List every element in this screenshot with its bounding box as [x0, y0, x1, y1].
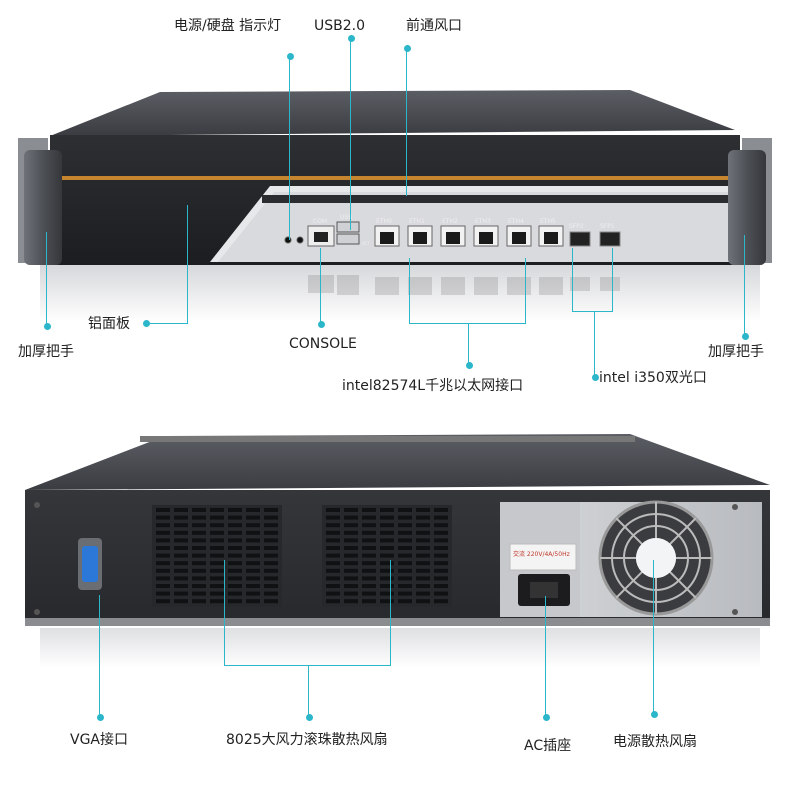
callout-line-fans-down: [308, 665, 309, 717]
eth-ports: [374, 225, 564, 247]
callout-line-sfp-right: [612, 248, 613, 312]
callout-line-sfp-h: [572, 311, 613, 312]
label-sfp: intel i350双光口: [599, 370, 707, 386]
callout-line-sfp-down: [594, 311, 595, 377]
callout-line-lan-right: [525, 258, 526, 324]
label-handle-right: 加厚把手: [708, 344, 764, 360]
callout-line-vga: [99, 595, 100, 717]
callout-line-usb: [350, 38, 351, 230]
callout-line-fans-h: [224, 665, 391, 666]
psu-sticker-text: 交流 220V/4A/50Hz: [513, 550, 570, 558]
led-hdd: [296, 236, 304, 244]
usb-port-2: [336, 233, 360, 245]
callout-dot-usb: [347, 34, 355, 42]
left-handle: [24, 150, 62, 265]
callout-dot-vent: [403, 44, 411, 52]
callout-dot-fans: [305, 713, 313, 721]
label-vga: VGA接口: [70, 732, 129, 748]
callout-dot-led: [286, 52, 294, 60]
callout-line-lan-down: [468, 323, 469, 365]
usb-port-1: [336, 221, 360, 233]
callout-dot-handle-left: [43, 322, 51, 330]
label-usb: USB2.0: [314, 18, 366, 34]
callout-line-fans-right: [390, 560, 391, 666]
callout-line-panel-h: [146, 323, 188, 324]
callout-line-lan-h: [409, 323, 526, 324]
callout-dot-console: [317, 320, 325, 328]
callout-dot-psu-fan: [650, 710, 658, 718]
port-label-eth5: ETH5: [540, 218, 556, 225]
callout-line-handle-left: [46, 232, 47, 326]
label-front-vent: 前通风口: [406, 18, 462, 34]
callout-line-console: [320, 248, 321, 324]
port-label-sfp2: SFP2: [569, 223, 584, 230]
right-handle: [728, 150, 766, 265]
port-label-eth0: ETH0: [376, 218, 392, 225]
label-psu-fan: 电源散热风扇: [613, 734, 697, 750]
label-led: 电源/硬盘 指示灯: [174, 18, 282, 34]
copper-trim: [58, 176, 734, 180]
callout-line-fans-left: [224, 560, 225, 666]
callout-dot-lan: [465, 361, 473, 369]
port-label-act: ACT: [362, 241, 370, 246]
callout-dot-sfp: [591, 373, 599, 381]
port-label-com: COM: [313, 218, 327, 225]
psu-sticker: [509, 543, 577, 571]
sfp-ports: [569, 231, 621, 247]
port-label-usb: USB: [340, 214, 352, 221]
label-lan: intel82574L千兆以太网接口: [342, 378, 524, 394]
callout-line-sfp-left: [572, 248, 573, 312]
callout-line-ac: [545, 596, 546, 717]
callout-line-led: [289, 56, 290, 240]
vga-port: [82, 546, 98, 582]
callout-line-panel: [187, 205, 188, 324]
callout-line-vent: [406, 48, 407, 196]
label-fans: 8025大风力滚珠散热风扇: [226, 732, 388, 748]
callout-line-lan-left: [409, 258, 410, 324]
callout-dot-handle-right: [741, 332, 749, 340]
front-top-lid: [50, 90, 735, 136]
callout-line-handle-right: [744, 235, 745, 336]
callout-line-psu-fan: [653, 560, 654, 714]
port-label-eth1: ETH1: [409, 218, 425, 225]
label-console: CONSOLE: [289, 336, 357, 352]
label-handle-left: 加厚把手: [18, 344, 74, 360]
label-panel: 铝面板: [88, 316, 130, 332]
callout-dot-vga: [96, 713, 104, 721]
rear-top-lid: [25, 434, 770, 490]
port-label-eth2: ETH2: [442, 218, 458, 225]
port-label-eth3: ETH3: [475, 218, 491, 225]
label-ac: AC插座: [524, 738, 572, 754]
callout-dot-ac: [542, 713, 550, 721]
callout-dot-panel: [142, 319, 150, 327]
port-label-eth4: ETH4: [508, 218, 524, 225]
port-label-sfp1: SFP1: [600, 223, 615, 230]
